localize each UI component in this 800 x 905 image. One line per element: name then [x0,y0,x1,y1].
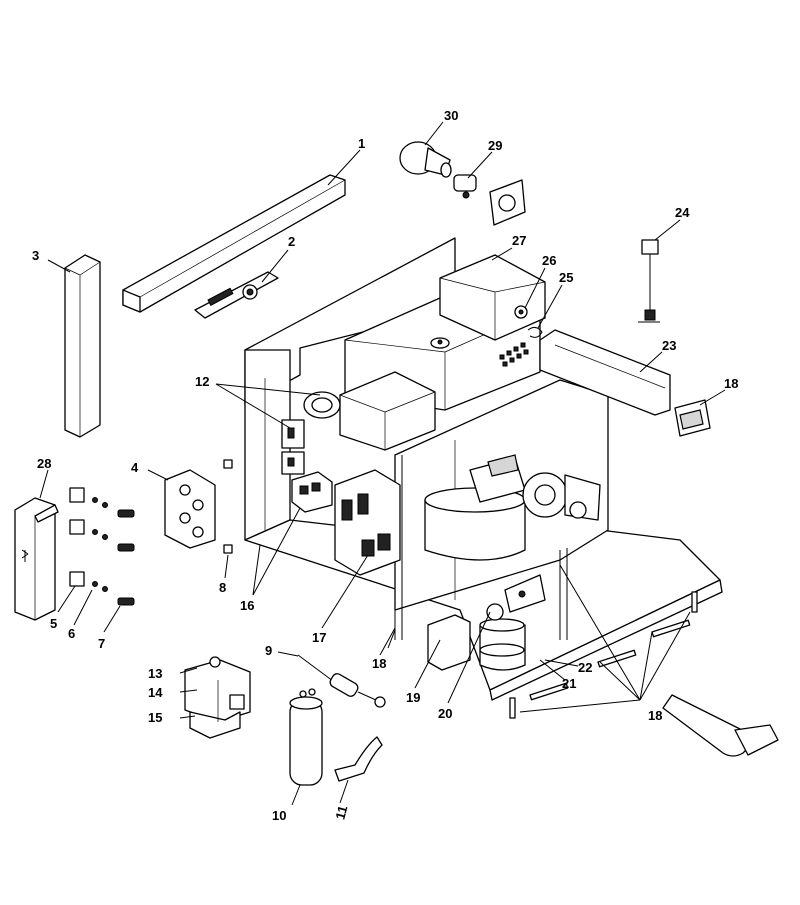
callout-18-top: 18 [724,376,738,391]
callout-19: 19 [406,690,420,705]
callout-6: 6 [68,626,75,641]
callout-3: 3 [32,248,39,263]
callout-8: 8 [219,580,226,595]
part-16-relay [291,471,333,513]
callout-13: 13 [148,666,162,681]
power-cord [662,694,779,757]
magnetron [184,656,251,739]
callout-22: 22 [578,660,592,675]
callout-18-mid: 18 [372,656,386,671]
high-voltage-transformer [303,371,436,451]
callout-12: 12 [195,374,209,389]
interlock-switches [281,419,305,475]
callout-15: 15 [148,710,162,725]
blower-assembly [424,454,526,561]
part-3-side-channel [64,254,101,438]
callout-20: 20 [438,706,452,721]
callout-9: 9 [265,643,272,658]
part-11-capacitor-clamp [334,736,383,782]
callout-labels: 1 2 3 30 29 24 27 26 25 23 18 12 4 28 5 … [32,108,738,823]
part-8-clip [223,459,233,554]
part-20-stirrer [479,603,526,671]
part-4-terminal-block [164,469,216,549]
parts-5-6-7-switch-set [69,487,135,606]
part-2-switch-bracket [194,271,279,319]
part-23-crossbar [539,329,671,416]
callout-2: 2 [288,234,295,249]
part-28-cover [14,497,59,621]
callout-16: 16 [240,598,254,613]
callout-7: 7 [98,636,105,651]
part-9-diode [297,654,386,708]
callout-17: 17 [312,630,326,645]
part-17-control-board [334,469,401,576]
callout-29: 29 [488,138,502,153]
callout-4: 4 [131,460,139,475]
part-18-strips [509,591,698,719]
callout-21: 21 [562,676,576,691]
part-1-top-trim [122,174,346,313]
part-30-lamp-bulb [399,141,452,178]
callout-27: 27 [512,233,526,248]
callout-1: 1 [358,136,365,151]
callout-26: 26 [542,253,556,268]
callout-18-bottom: 18 [648,708,662,723]
callout-28: 28 [37,456,51,471]
callout-11: 11 [332,804,350,821]
part-18-filter [674,399,711,437]
part-29-lamp-socket [453,174,477,199]
part-19-bracket [427,614,471,671]
part-22-bracket [504,574,546,613]
callout-23: 23 [662,338,676,353]
part-10-capacitor [289,688,323,786]
callout-5: 5 [50,616,57,631]
callout-14: 14 [148,685,163,700]
callout-25: 25 [559,270,573,285]
callout-30: 30 [444,108,458,123]
callout-10: 10 [272,808,286,823]
fan-motor [522,472,601,521]
vent-slots [499,342,529,367]
callout-24: 24 [675,205,690,220]
part-24-thermal-cutout [638,239,660,323]
part-lamp-plate [489,179,526,226]
part-25-clip [527,326,543,338]
leader-lines [39,121,726,806]
